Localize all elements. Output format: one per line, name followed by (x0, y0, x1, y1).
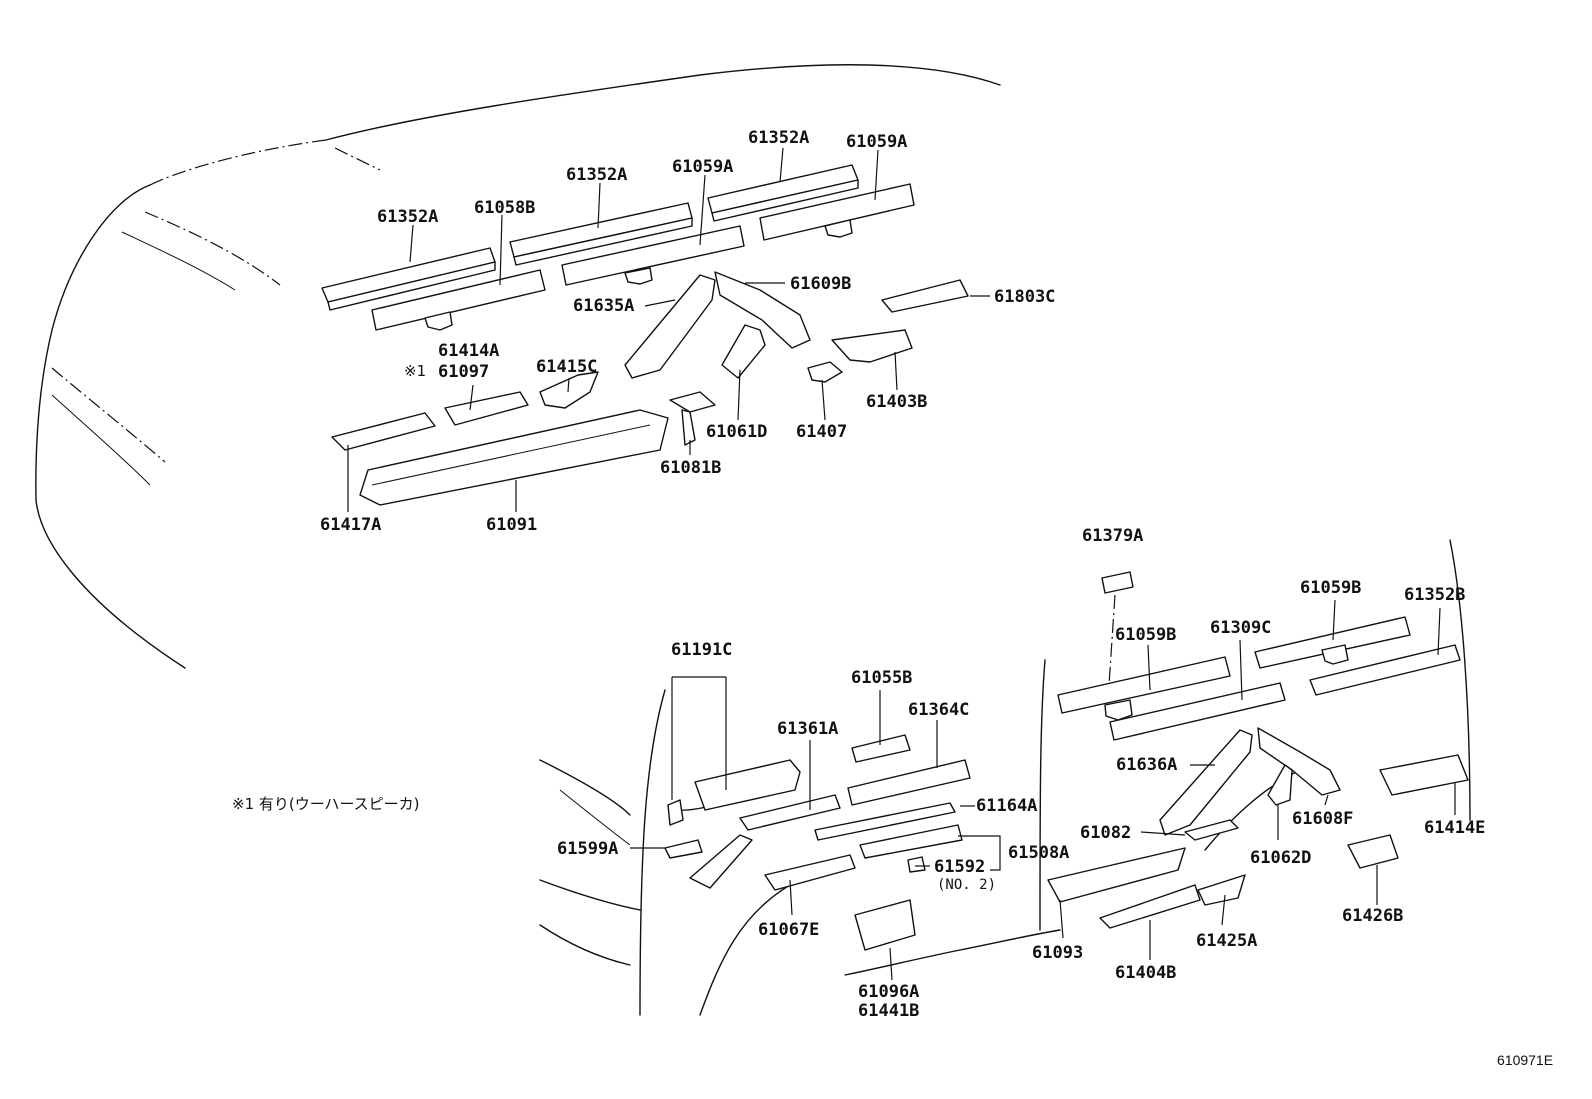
label-61352B: 61352B (1404, 585, 1465, 605)
part-61059A-mid (561, 225, 745, 286)
part-61081B (669, 391, 716, 446)
label-61425A: 61425A (1196, 931, 1257, 951)
label-61803C: 61803C (994, 287, 1055, 307)
part-61093 (1047, 847, 1186, 903)
label-61352A: 61352A (566, 165, 627, 185)
label-61058B: 61058B (474, 198, 535, 218)
part-61059B-right (1254, 616, 1411, 669)
part-61608F (1257, 727, 1341, 796)
label-61055B: 61055B (851, 668, 912, 688)
part-61636A (1159, 729, 1253, 836)
part-61352B (1309, 644, 1461, 696)
figure-reference-code: 610971E (1497, 1052, 1553, 1068)
part-61592 (907, 856, 926, 873)
vehicle-body-outline (35, 64, 1001, 669)
label-61592-sub: (NO. 2) (937, 877, 996, 893)
label-61599A: 61599A (557, 839, 618, 859)
part-61403B (831, 329, 913, 363)
label-61164A: 61164A (976, 796, 1037, 816)
part-61361A (689, 794, 841, 889)
label-61061D: 61061D (706, 422, 767, 442)
part-61508A (859, 824, 963, 859)
part-61067E (764, 854, 856, 891)
label-61093: 61093 (1032, 943, 1083, 963)
part-61309C (1109, 682, 1286, 741)
label-61636A: 61636A (1116, 755, 1177, 775)
label-61415C: 61415C (536, 357, 597, 377)
part-61164A (814, 802, 956, 841)
part-61599A (664, 839, 703, 859)
label-61403B: 61403B (866, 392, 927, 412)
leader-dash-61379A (1107, 594, 1116, 701)
label-61352A: 61352A (377, 207, 438, 227)
label-61609B: 61609B (790, 274, 851, 294)
label-61059A: 61059A (846, 132, 907, 152)
part-61191C (667, 759, 801, 826)
part-61414E (1379, 754, 1469, 796)
part-61364C (847, 759, 971, 806)
part-61061D (721, 324, 766, 379)
label-61635A: 61635A (573, 296, 634, 316)
footnote: ※1 有り(ウーハースピーカ) (232, 795, 420, 813)
label-61414A: 61414A (438, 341, 499, 361)
part-61609B (714, 271, 811, 349)
label-61191C: 61191C (671, 640, 732, 660)
part-61803C (881, 279, 969, 313)
part-61062D (1267, 764, 1293, 806)
part-61425A (1197, 874, 1246, 906)
label-61414E: 61414E (1424, 818, 1485, 838)
label-61364C: 61364C (908, 700, 969, 720)
part-61082 (1184, 819, 1239, 841)
part-61417A (331, 412, 436, 451)
label-61309C: 61309C (1210, 618, 1271, 638)
label-61097-prefix: ※1 (404, 362, 426, 380)
label-61361A: 61361A (777, 719, 838, 739)
part-61414A (444, 391, 529, 426)
label-61097: 61097 (438, 362, 489, 382)
label-61592: 61592 (934, 857, 985, 877)
label-61067E: 61067E (758, 920, 819, 940)
label-61082: 61082 (1080, 823, 1131, 843)
part-61091 (359, 409, 669, 506)
label-61059B: 61059B (1300, 578, 1361, 598)
part-61426B (1347, 834, 1399, 869)
label-61091: 61091 (486, 515, 537, 535)
label-61441B: 61441B (858, 1001, 919, 1021)
part-61352A-left (321, 247, 496, 311)
part-labels: 61352A 61058B 61352A 61059A 61352A 61059… (320, 128, 1485, 1021)
label-61407: 61407 (796, 422, 847, 442)
label-61062D: 61062D (1250, 848, 1311, 868)
leader-lines (347, 147, 1456, 981)
part-61635A (624, 274, 716, 379)
label-61352A: 61352A (748, 128, 809, 148)
label-61059A: 61059A (672, 157, 733, 177)
label-61404B: 61404B (1115, 963, 1176, 983)
part-61055B (851, 734, 911, 763)
label-61081B: 61081B (660, 458, 721, 478)
label-61379A: 61379A (1082, 526, 1143, 546)
label-61508A: 61508A (1008, 843, 1069, 863)
part-61352A-mid (509, 202, 693, 266)
label-61608F: 61608F (1292, 809, 1353, 829)
part-61379A (1101, 571, 1134, 594)
label-61096A: 61096A (858, 982, 919, 1002)
part-61352A-right (707, 164, 859, 222)
part-61058B (371, 269, 546, 331)
part-61096A (854, 899, 916, 951)
part-61407 (807, 361, 843, 383)
label-61426B: 61426B (1342, 906, 1403, 926)
part-61404B (1099, 884, 1201, 929)
label-61417A: 61417A (320, 515, 381, 535)
label-61059B: 61059B (1115, 625, 1176, 645)
part-61415C (539, 371, 599, 409)
part-61059B-left (1057, 656, 1231, 721)
